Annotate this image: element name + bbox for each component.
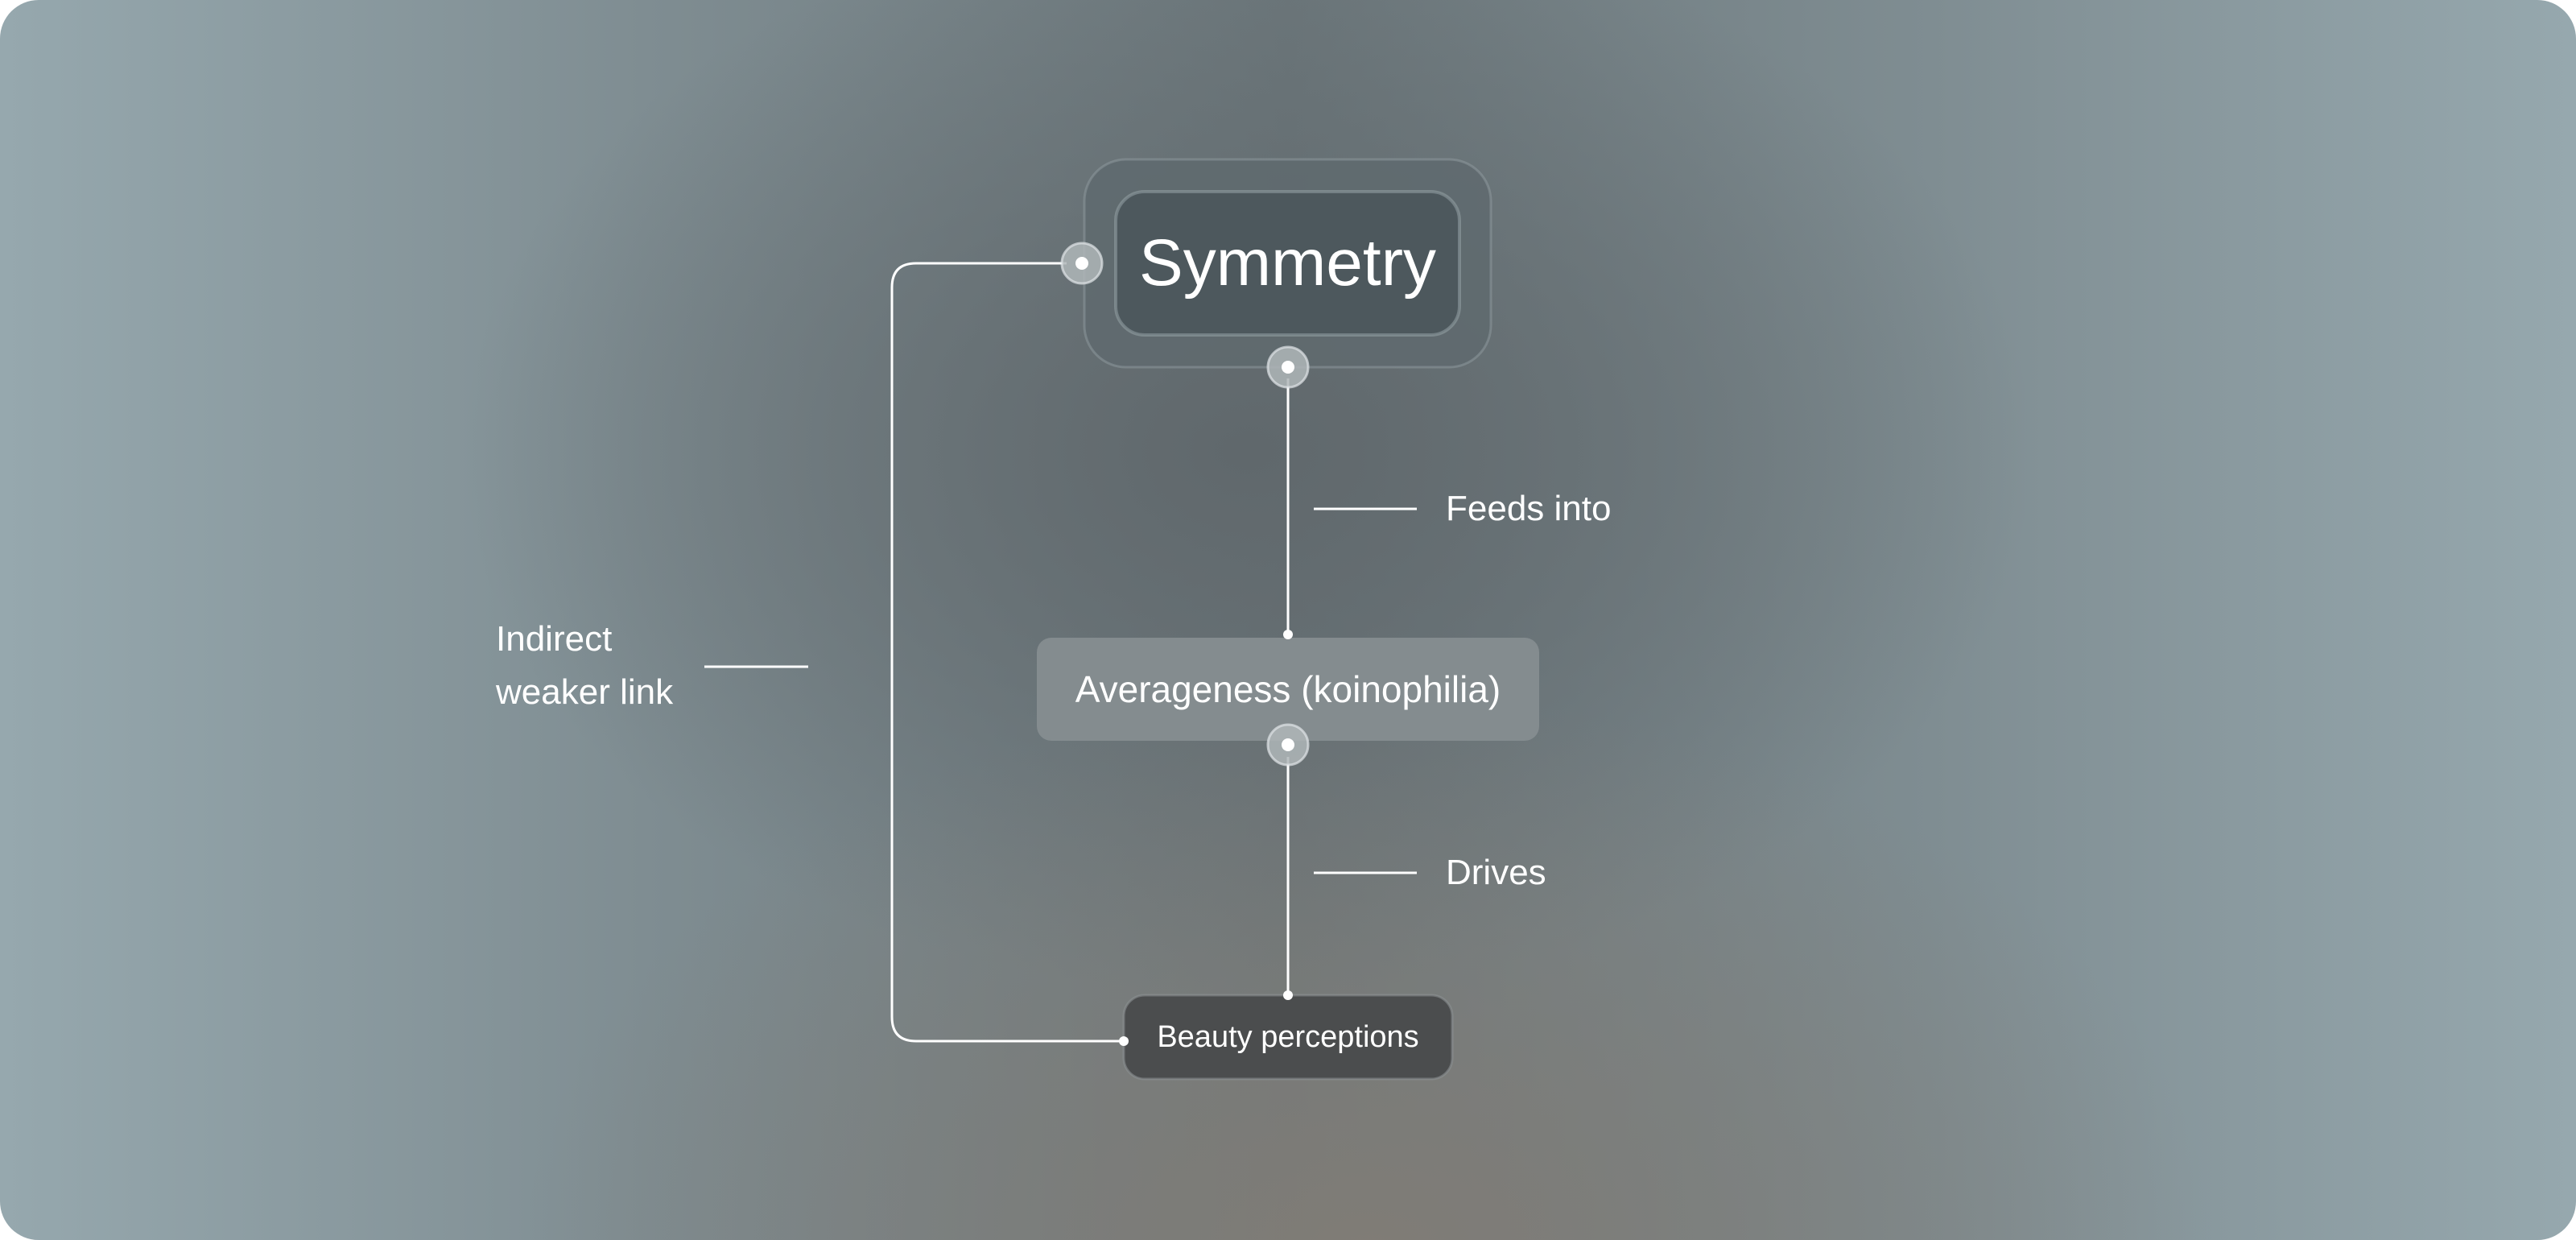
averageness-label: Averageness (koinophilia) xyxy=(1075,668,1501,710)
averageness-bottom-port[interactable] xyxy=(1266,723,1310,767)
indirect-label-line2: weaker link xyxy=(496,672,674,712)
symmetry-label: Symmetry xyxy=(1139,226,1436,300)
symmetry-node[interactable] xyxy=(1114,190,1461,337)
symmetry-left-port[interactable] xyxy=(1060,242,1104,285)
beauty-label: Beauty perceptions xyxy=(1157,1019,1419,1054)
symmetry-bottom-port[interactable] xyxy=(1266,345,1310,389)
drives-label: Drives xyxy=(1446,853,1546,892)
edge-end-dot xyxy=(1283,630,1293,639)
edge-end-dot xyxy=(1119,1036,1129,1046)
feeds-into-label: Feeds into xyxy=(1446,489,1612,528)
averageness-node[interactable] xyxy=(1037,638,1539,741)
indirect-label-line1: Indirect xyxy=(496,619,613,659)
edge-end-dot xyxy=(1283,990,1293,1000)
edge-indirect-symmetry-to-beauty xyxy=(890,262,1124,1043)
